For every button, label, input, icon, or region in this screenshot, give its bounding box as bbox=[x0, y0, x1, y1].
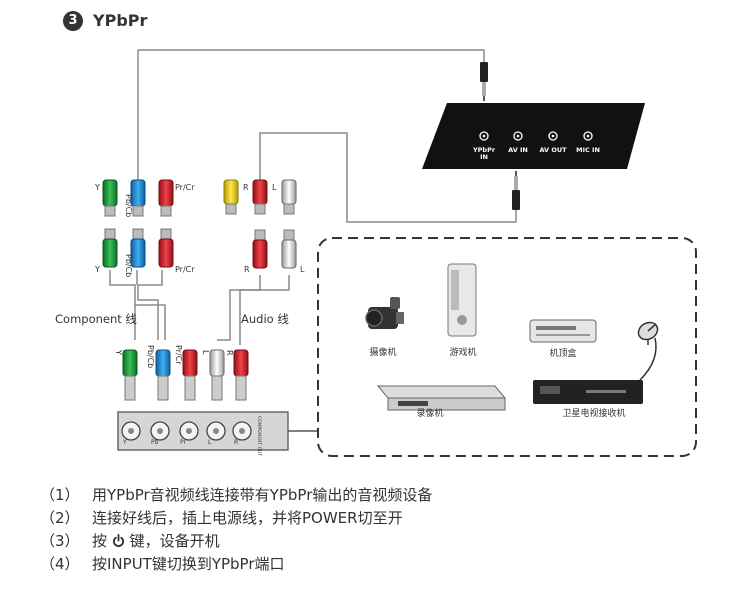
device-plug-l-icon bbox=[209, 349, 225, 401]
port-label-ypbpr-in: YPbPr bbox=[472, 146, 496, 154]
device-plug-y-icon bbox=[122, 349, 138, 401]
audio-bottom-label-r: R bbox=[244, 265, 250, 274]
instruction-step-3: （3） 按 键，设备开机 bbox=[40, 530, 432, 553]
step-number: （3） bbox=[40, 532, 80, 550]
instruction-step-1: （1） 用YPbPr音视频线连接带有YPbPr输出的音视频设备 bbox=[40, 484, 432, 507]
device-group-box bbox=[317, 237, 697, 457]
device-plug-pb-icon bbox=[155, 349, 171, 401]
component-bottom-label-pr: Pr/Cr bbox=[175, 265, 195, 274]
av-out-port-icon bbox=[548, 131, 558, 141]
vcr-icon bbox=[376, 385, 507, 411]
port-label-av-in: AV IN bbox=[508, 146, 528, 154]
audio-top-label-l: L bbox=[272, 183, 277, 192]
instruction-list: （1） 用YPbPr音视频线连接带有YPbPr输出的音视频设备 （2） 连接好线后，… bbox=[40, 484, 432, 576]
component-top-label-pr: Pr/Cr bbox=[175, 183, 195, 192]
panel-port-label-y: Y bbox=[122, 439, 127, 446]
av-plug-yellow-top-icon bbox=[223, 179, 239, 215]
panel-port-label-r: R bbox=[234, 439, 238, 446]
component-bottom-label-pb: Pb/Cb bbox=[124, 254, 133, 277]
power-icon bbox=[112, 534, 124, 547]
mic-in-port-icon bbox=[583, 131, 593, 141]
component-top-label-y: Y bbox=[94, 183, 100, 192]
component-plug-pr-top-icon bbox=[158, 179, 174, 217]
component-plug-pb-bottom-icon bbox=[130, 228, 146, 268]
audio-plug-l-bottom-icon bbox=[281, 229, 297, 269]
instruction-step-2: （2） 连接好线后，插上电源线，并将POWER切至开 bbox=[40, 507, 432, 530]
av-in-port-icon bbox=[513, 131, 523, 141]
panel-port-label-pr: Pr bbox=[180, 439, 187, 446]
device-plug-label-y: Y bbox=[114, 349, 123, 355]
component-cable-label: Component 线 bbox=[55, 312, 137, 326]
section-title: YPbPr bbox=[93, 11, 148, 30]
set-top-box-icon bbox=[529, 319, 597, 343]
panel-port-label-pb: Pb bbox=[151, 439, 159, 446]
component-out-panel: Y Pb Pr L R COMPONENT OUT bbox=[117, 411, 318, 456]
device-label-vcr: 录像机 bbox=[416, 407, 443, 419]
satellite-receiver-icon bbox=[533, 380, 643, 404]
port-label-mic-in: MIC IN bbox=[576, 146, 600, 154]
device-plug-pr-icon bbox=[182, 349, 198, 401]
jack-plug-top-icon bbox=[480, 62, 488, 101]
audio-bottom-label-l: L bbox=[300, 265, 305, 274]
component-top-label-pb: Pb/Cb bbox=[124, 194, 133, 217]
device-plug-label-l: L bbox=[201, 350, 210, 355]
component-plug-y-bottom-icon bbox=[102, 228, 118, 268]
panel-side-label: COMPONENT OUT bbox=[256, 416, 262, 456]
device-label-camcorder: 摄像机 bbox=[369, 346, 396, 358]
device-plug-label-pr: Pr/Cr bbox=[174, 345, 183, 365]
panel-port-label-l: L bbox=[208, 439, 212, 446]
component-plug-pb-top-icon bbox=[130, 179, 146, 217]
port-label-av-out: AV OUT bbox=[539, 146, 567, 154]
step-text: 连接好线后，插上电源线，并将POWER切至开 bbox=[92, 509, 403, 527]
audio-top-label-r: R bbox=[243, 183, 249, 192]
instruction-step-4: （4） 按INPUT键切换到YPbPr端口 bbox=[40, 553, 432, 576]
satellite-dish-icon bbox=[637, 321, 659, 381]
jack-plug-bottom-icon bbox=[512, 171, 520, 210]
audio-plug-r-bottom-icon bbox=[252, 229, 268, 269]
camcorder-icon bbox=[365, 297, 404, 329]
component-bottom-label-y: Y bbox=[94, 265, 100, 274]
device-plug-r-icon bbox=[233, 349, 249, 401]
audio-plug-r-top-icon bbox=[252, 179, 268, 215]
ypbpr-in-port-icon bbox=[479, 131, 489, 141]
step-text: 用YPbPr音视频线连接带有YPbPr输出的音视频设备 bbox=[92, 486, 433, 504]
component-plug-pr-bottom-icon bbox=[158, 228, 174, 268]
step-text-pre: 按 bbox=[92, 532, 108, 550]
audio-plug-l-top-icon bbox=[281, 179, 297, 215]
game-console-icon bbox=[447, 263, 477, 337]
audio-cable-label: Audio 线 bbox=[241, 312, 289, 326]
port-label-ypbpr-in-sub: IN bbox=[480, 153, 488, 161]
step-text: 按INPUT键切换到YPbPr端口 bbox=[92, 555, 285, 573]
device-label-set-top-box: 机顶盒 bbox=[549, 347, 576, 359]
step-number: （2） bbox=[40, 509, 80, 527]
cable-lines bbox=[109, 49, 517, 345]
step-number: （4） bbox=[40, 555, 80, 573]
device-plug-label-r: R bbox=[225, 350, 234, 356]
tv-back-panel: YPbPr IN AV IN AV OUT MIC IN bbox=[422, 103, 645, 169]
component-plug-y-top-icon bbox=[102, 179, 118, 217]
step-text-post: 键，设备开机 bbox=[129, 532, 220, 550]
step-number: （1） bbox=[40, 486, 80, 504]
device-label-satellite-receiver: 卫星电视接收机 bbox=[562, 407, 625, 419]
device-plug-label-pb: Pb/Cb bbox=[146, 345, 155, 368]
step-number-badge: 3 bbox=[63, 11, 83, 31]
device-label-game-console: 游戏机 bbox=[449, 346, 476, 358]
